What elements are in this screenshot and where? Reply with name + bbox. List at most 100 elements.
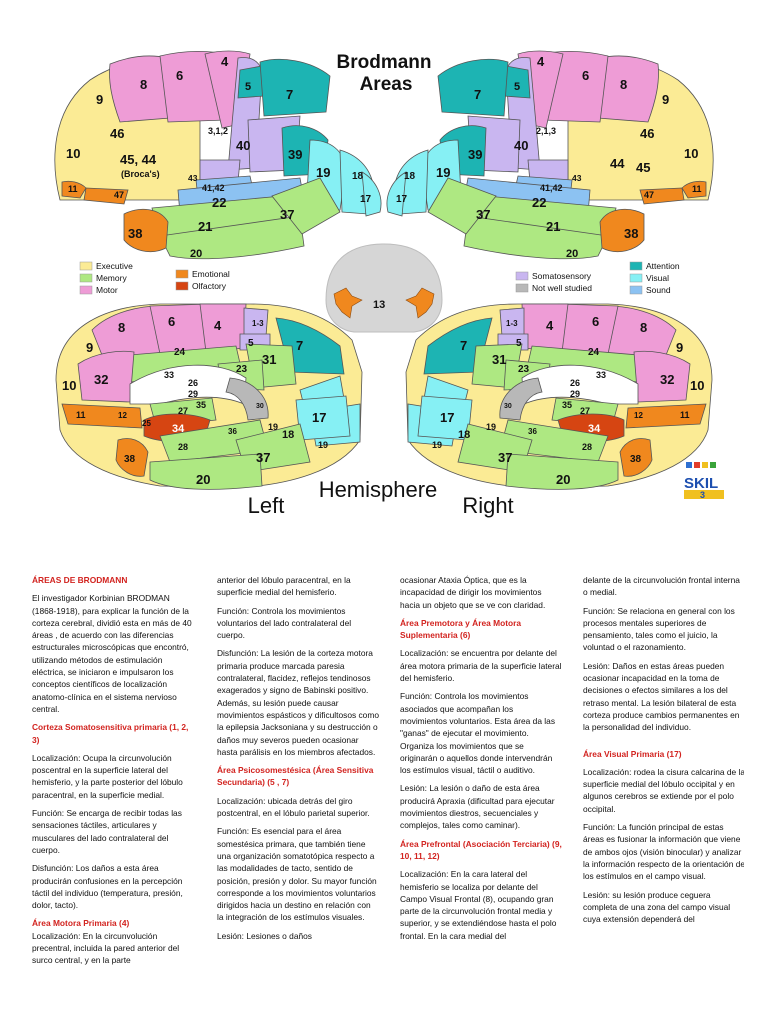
label-19: 19 [268, 422, 278, 432]
label-34: 34 [172, 423, 185, 435]
label-10: 10 [62, 378, 76, 393]
brodmann-figure: 4 6 8 9 46 10 45, 44 (Broca's) 11 47 38 … [54, 50, 724, 518]
legend-somatosensory: Somatosensory [532, 271, 592, 281]
legend-sound: Sound [646, 285, 671, 295]
label-28: 28 [582, 442, 592, 452]
region-20 [505, 453, 619, 490]
column-2: anterior del lóbulo paracentral, en la s… [217, 574, 379, 948]
legend-right: Somatosensory Not well studied Attention… [515, 261, 680, 295]
label-36: 36 [228, 427, 237, 436]
label-39: 39 [468, 147, 482, 162]
legend-visual: Visual [646, 273, 669, 283]
region-20 [149, 453, 263, 490]
label-5: 5 [245, 81, 251, 93]
paragraph: Función: Controla los movimientos volunt… [217, 605, 352, 641]
heading-visual-primaria: Área Visual Primaria (17) [583, 748, 682, 759]
label-38: 38 [624, 226, 638, 241]
label-27: 27 [178, 406, 188, 416]
legend-left: Executive Memory Motor Emotional Olfacto… [79, 261, 230, 295]
insula-left [333, 287, 363, 319]
label-22: 22 [532, 195, 546, 210]
left-lateral-labels: 4 6 8 9 46 10 45, 44 (Broca's) 11 47 38 … [66, 54, 372, 260]
label-8: 8 [140, 77, 147, 92]
label-6: 6 [592, 314, 599, 329]
label-23: 23 [236, 364, 248, 375]
label-31: 31 [262, 352, 276, 367]
label-21: 21 [546, 219, 560, 234]
logo-text: SKIL [684, 475, 718, 492]
column-3: ocasionar Ataxia Óptica, que es la incap… [400, 574, 562, 948]
region-7 [437, 59, 509, 117]
label-19b: 19 [318, 440, 328, 450]
region-17 [386, 171, 407, 217]
label-9: 9 [662, 92, 669, 107]
center-section: 13 [325, 243, 443, 333]
label-19: 19 [316, 165, 330, 180]
label-9: 9 [86, 340, 93, 355]
label-37: 37 [280, 207, 294, 222]
legend-swatch-somatosensory [515, 271, 529, 281]
hemisphere-labels: Hemisphere Left Right [248, 477, 514, 518]
label-11: 11 [692, 184, 702, 194]
label-29: 29 [570, 389, 580, 399]
legend-executive: Executive [96, 261, 133, 271]
label-5: 5 [516, 338, 522, 349]
label-19: 19 [486, 422, 496, 432]
label-6: 6 [582, 68, 589, 83]
right-lateral-brain [386, 50, 714, 260]
column-4: delante de la circunvolución frontal int… [583, 574, 744, 931]
paragraph: Localización: En la cara lateral del hem… [400, 869, 557, 941]
region-7 [259, 59, 331, 117]
label-21: 21 [198, 219, 212, 234]
label-4: 4 [546, 318, 554, 333]
label-8: 8 [620, 77, 627, 92]
legend-attention: Attention [646, 261, 680, 271]
label-38: 38 [124, 454, 136, 465]
label-1-3: 1-3 [252, 319, 264, 328]
legend-motor: Motor [96, 285, 118, 295]
label-47: 47 [644, 190, 654, 200]
paragraph: Localización: En la circunvolución prece… [32, 930, 180, 966]
legend-not-studied: Not well studied [532, 283, 592, 293]
column-1: ÁREAS DE BRODMANN El investigador Korbin… [32, 574, 194, 973]
label-46: 46 [110, 126, 124, 141]
legend-swatch-executive [79, 261, 93, 271]
region-4 [521, 303, 569, 353]
region-4 [199, 303, 247, 353]
label-7: 7 [296, 338, 303, 353]
paragraph: Lesión: Daños en estas áreas pueden ocas… [583, 660, 740, 733]
label-18: 18 [352, 171, 364, 182]
paragraph: Función: Es esencial para el área somest… [217, 826, 377, 923]
paragraph: delante de la circunvolución frontal int… [583, 575, 740, 598]
label-17: 17 [312, 410, 326, 425]
label-32: 32 [94, 372, 108, 387]
label-30: 30 [504, 403, 512, 410]
label-10: 10 [66, 146, 80, 161]
legend-emotional: Emotional [192, 269, 230, 279]
region-26-29-30 [499, 377, 543, 421]
region-20 [463, 215, 609, 260]
region-11-12 [625, 403, 707, 429]
label-3-1-2: 3,1,2 [208, 126, 228, 136]
region-11-12-25 [61, 403, 143, 429]
left-lateral-brain [54, 50, 382, 260]
label-4: 4 [221, 54, 229, 69]
figure-title: Brodmann Areas [337, 52, 432, 95]
label-41-42: 41,42 [540, 183, 563, 193]
label-8: 8 [118, 320, 125, 335]
label-43: 43 [572, 173, 582, 183]
label-9: 9 [96, 92, 103, 107]
paragraph: ocasionar Ataxia Óptica, que es la incap… [400, 575, 546, 610]
label-28: 28 [178, 442, 188, 452]
label-30: 30 [256, 403, 264, 410]
heading-areas-brodmann: ÁREAS DE BRODMANN [32, 575, 128, 585]
label-20: 20 [190, 248, 202, 260]
text-columns: ÁREAS DE BRODMANN El investigador Korbin… [32, 574, 744, 1024]
label-10: 10 [684, 146, 698, 161]
label-12: 12 [118, 411, 127, 420]
legend-memory: Memory [96, 273, 127, 283]
heading-psicosomestesica: Área Psicosomestésica (Área Sensitiva Se… [217, 765, 374, 788]
logo-number: 3 [700, 490, 705, 500]
label-13: 13 [373, 299, 385, 311]
label-40: 40 [236, 138, 250, 153]
